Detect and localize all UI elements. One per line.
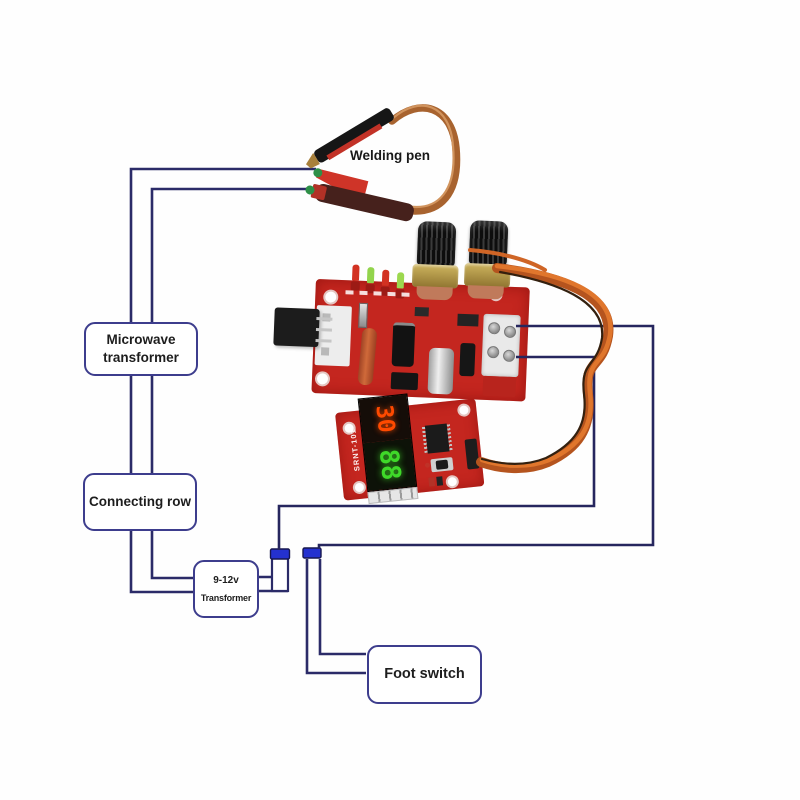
box-foot-switch: Foot switch <box>367 645 482 704</box>
welding-pen-upper <box>305 108 394 169</box>
welding-pen-label: Welding pen <box>350 148 430 163</box>
wire-terminal2-to-power-plug <box>277 355 596 550</box>
ribbon-cable-light <box>479 263 613 468</box>
ribbon-cable-dark <box>480 270 604 465</box>
wire-plug2-to-footswitch-upper <box>318 559 366 656</box>
box-9-12v-transformer: 9-12v Transformer <box>193 560 259 618</box>
box-label-line: Connecting row <box>89 493 191 509</box>
box-connecting-row: Connecting row <box>83 473 197 531</box>
box-label-line: transformer <box>103 350 179 365</box>
ribbon-strand <box>468 248 547 272</box>
wire-pen-upper-to-transformer <box>129 167 316 594</box>
welding-pen-copper-highlight <box>391 104 455 209</box>
welding-pen-lower <box>305 183 414 222</box>
box-label-line: Transformer <box>200 592 252 603</box>
wire-plug2-to-footswitch-lower <box>305 559 366 675</box>
box-label-line: Foot switch <box>384 665 465 682</box>
footswitch-plug-cap-blue <box>302 547 322 559</box>
box-label-line: Microwave <box>106 331 176 347</box>
box-microwave-transformer: Microwave transformer <box>84 322 198 376</box>
welding-pen-copper-cable <box>388 104 461 215</box>
box-label-line: 9-12v <box>213 574 239 586</box>
ribbon-cable <box>476 263 614 474</box>
wire-pen-lower-to-transformer <box>150 187 312 580</box>
